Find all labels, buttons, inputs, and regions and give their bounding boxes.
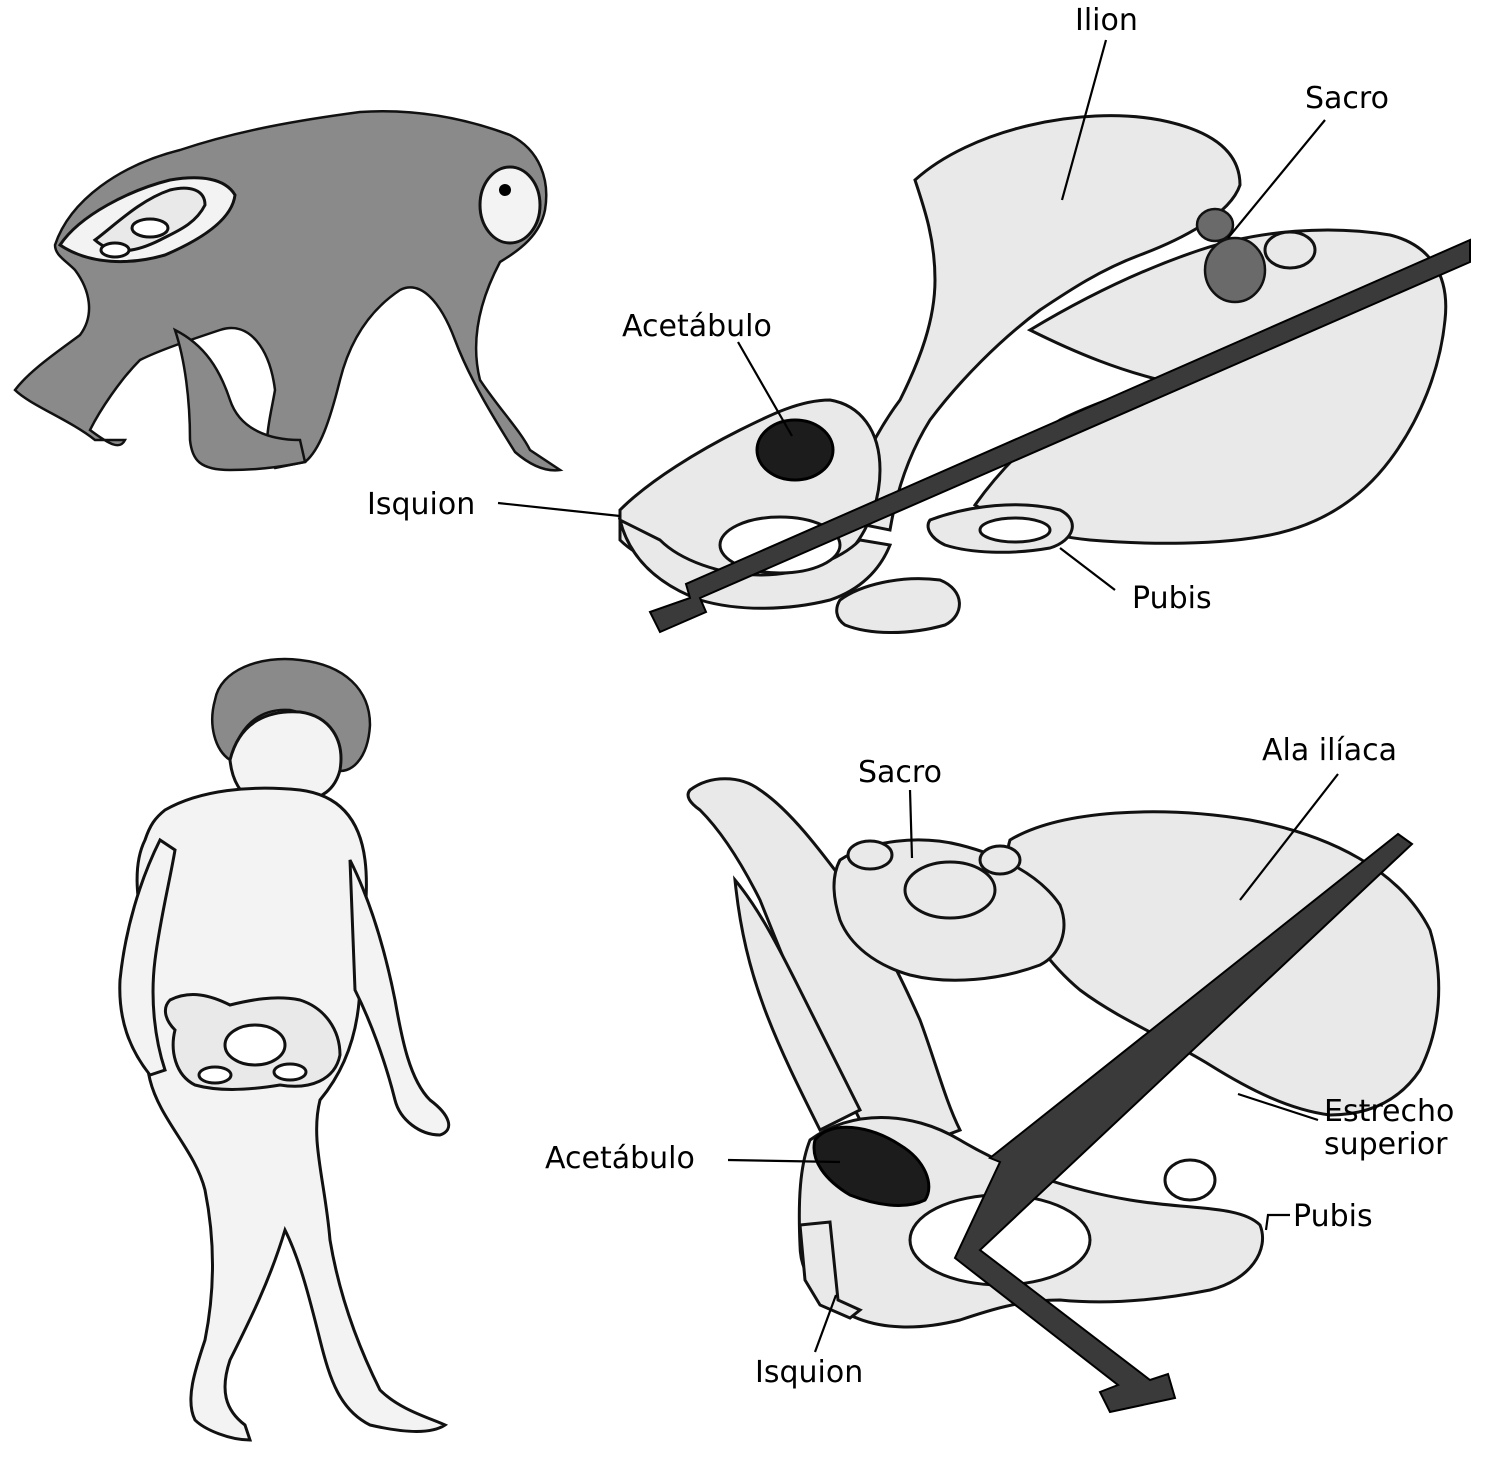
label-chimp-pubis: Pubis (1132, 581, 1212, 616)
label-human-estrecho-line2: superior (1324, 1127, 1448, 1162)
label-chimp-acetabulo: Acetábulo (622, 309, 772, 344)
label-human-sacro: Sacro (858, 755, 942, 790)
label-chimp-isquion: Isquion (367, 487, 475, 522)
label-human-isquion: Isquion (755, 1355, 863, 1390)
chimpanzee-figure (15, 111, 560, 470)
label-human-acetabulo: Acetábulo (545, 1141, 695, 1176)
label-human-ala-iliaca: Ala ilíaca (1262, 733, 1397, 768)
label-human-pubis: Pubis (1293, 1199, 1373, 1234)
label-chimp-ilion: Ilion (1075, 3, 1138, 38)
label-human-estrecho-line1: Estrecho (1324, 1094, 1454, 1129)
human-figure (120, 659, 449, 1440)
label-chimp-sacro: Sacro (1305, 81, 1389, 116)
chimpanzee-pelvis (620, 116, 1470, 633)
